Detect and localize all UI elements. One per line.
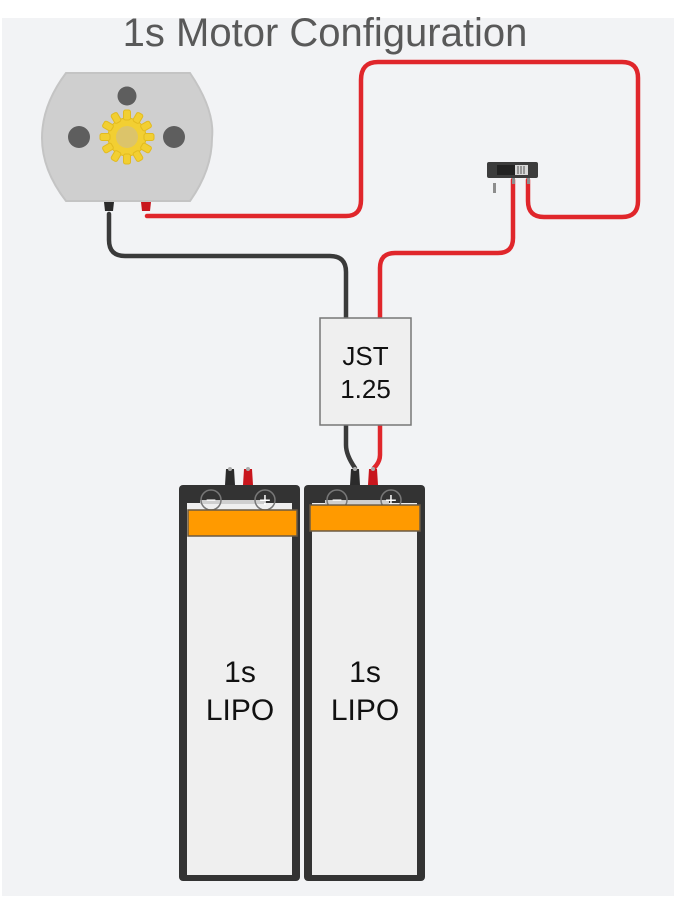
battery-1-minus: − [206, 490, 217, 510]
battery-1-label-strip [187, 509, 298, 537]
jst-label-line1: JST [342, 341, 388, 371]
battery-1-terminal-negative [225, 469, 235, 485]
battery-1-label-line2: LIPO [206, 694, 274, 727]
battery-1-plus: + [259, 490, 271, 512]
battery-1-terminal-positive [243, 469, 253, 485]
wire-motor-to-jst [106, 211, 349, 321]
slide-switch[interactable] [487, 162, 538, 193]
battery-2-plus: + [385, 490, 397, 512]
wire-switch-to-jst [377, 177, 516, 321]
motor-terminal-negative [104, 202, 114, 211]
battery-2-terminal-negative [350, 469, 360, 485]
battery-2-minus: − [332, 490, 343, 510]
wire-jst-to-battery-positive [371, 422, 383, 471]
battery-1-label-line1: 1s [224, 656, 256, 689]
battery-2-label-strip [309, 504, 421, 532]
battery-2-label-line2: LIPO [331, 694, 399, 727]
motor-hole-top [117, 86, 137, 106]
jst-connector: JST 1.25 [319, 317, 412, 426]
motor [40, 72, 214, 211]
wire-jst-to-battery-negative [343, 422, 358, 471]
jst-label-line2: 1.25 [340, 374, 391, 404]
motor-terminal-positive [141, 202, 151, 211]
gear-icon [99, 109, 155, 165]
battery-2-terminal-positive [368, 469, 378, 485]
motor-hole-right [163, 126, 185, 148]
wire-motor-to-switch [144, 59, 641, 220]
motor-hole-left [68, 126, 90, 148]
diagram-title: 1s Motor Configuration [122, 11, 528, 55]
battery-2: − + 1s LIPO [304, 467, 425, 881]
battery-1: − + 1s LIPO [179, 467, 300, 881]
battery-2-label-line1: 1s [349, 656, 381, 689]
